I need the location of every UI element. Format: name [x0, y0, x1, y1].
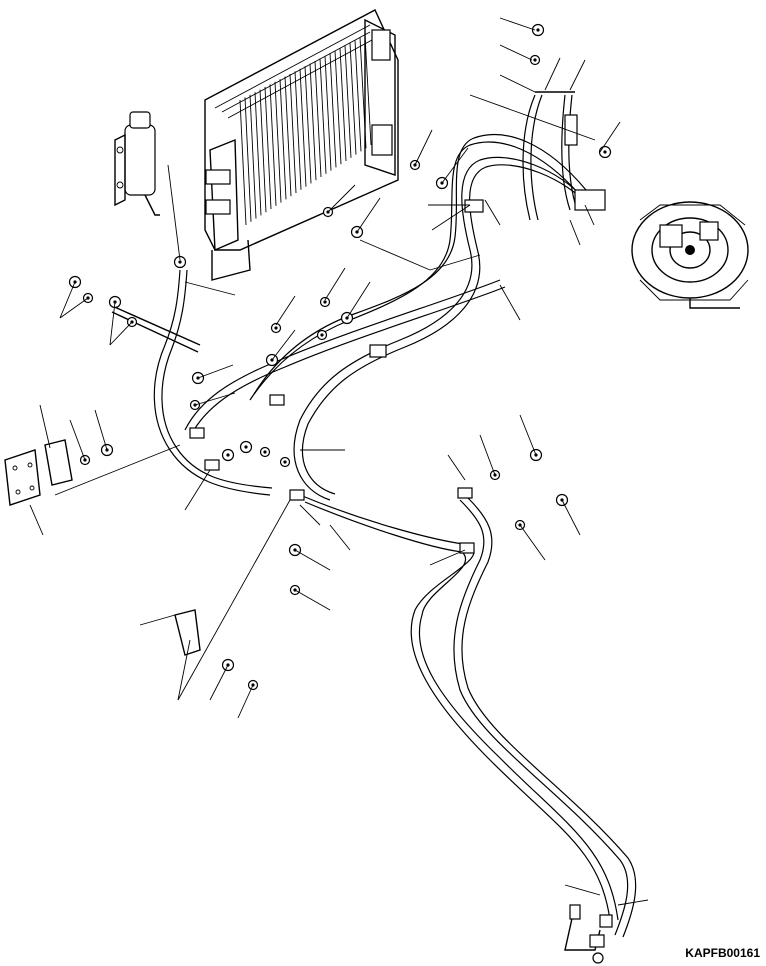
figure-code: KAPFB00161 [685, 946, 760, 960]
fasteners [68, 23, 612, 691]
hoses [153, 91, 637, 964]
condenser [204, 9, 399, 281]
leader-lines [29, 17, 649, 906]
brackets [4, 189, 606, 656]
compressor [631, 201, 749, 309]
receiver-drier [114, 111, 160, 216]
